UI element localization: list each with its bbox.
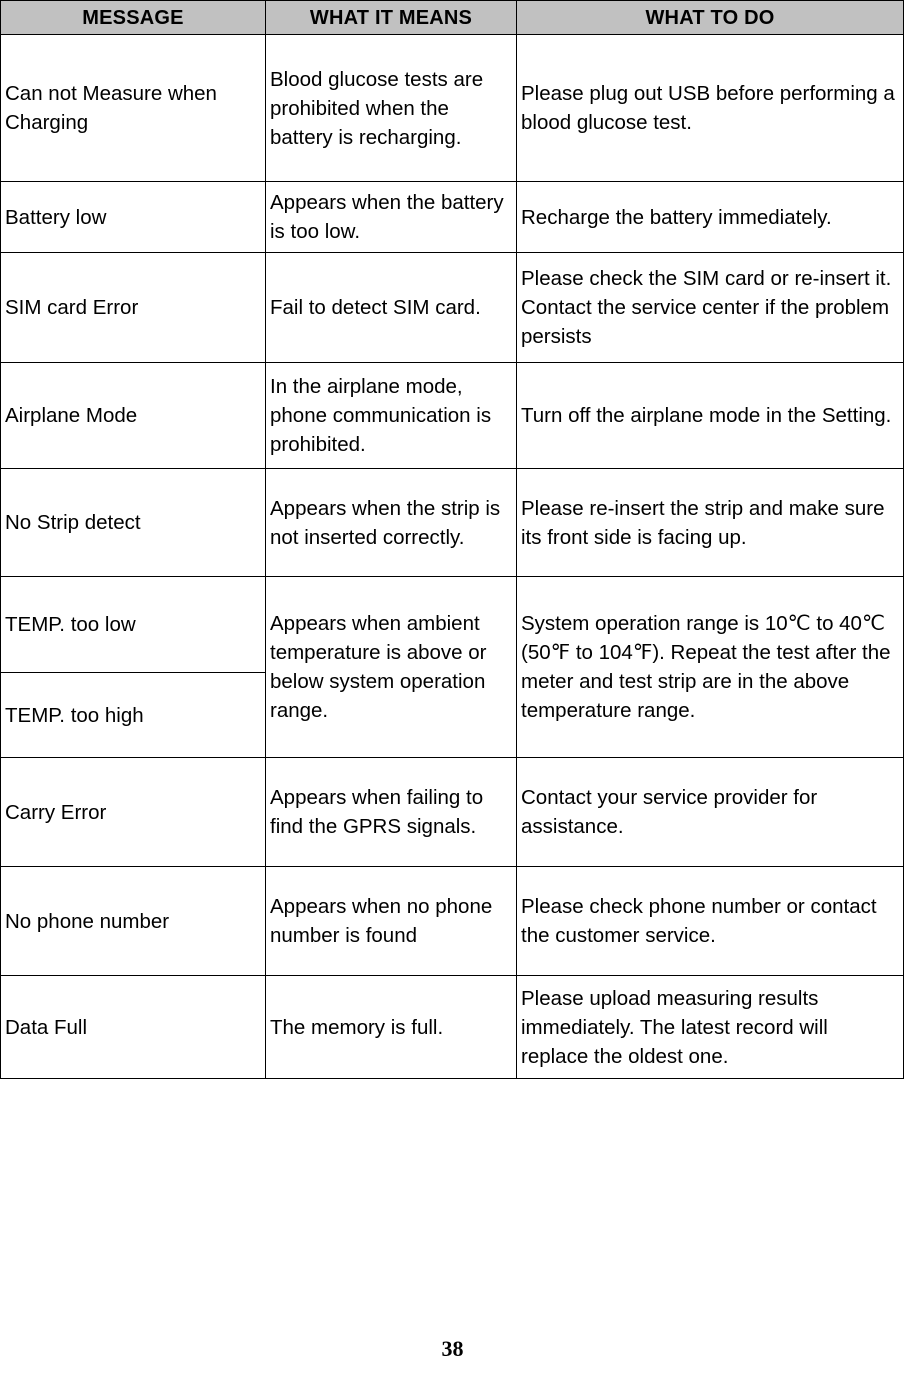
cell-message: TEMP. too low xyxy=(0,576,266,673)
column-header-what-it-means: WHAT IT MEANS xyxy=(265,0,517,35)
cell-message: Battery low xyxy=(0,181,266,253)
cell-message: Can not Measure when Charging xyxy=(0,34,266,182)
table-header: MESSAGE WHAT IT MEANS WHAT TO DO xyxy=(0,0,904,35)
cell-action: Please plug out USB before performing a … xyxy=(516,34,904,182)
cell-action: Contact your service provider for assist… xyxy=(516,757,904,867)
cell-message: Data Full xyxy=(0,975,266,1079)
table-row: No Strip detect Appears when the strip i… xyxy=(0,468,904,577)
cell-action: System operation range is 10℃ to 40℃ (50… xyxy=(516,576,904,758)
table-row: Battery low Appears when the battery is … xyxy=(0,181,904,253)
cell-meaning: The memory is full. xyxy=(265,975,517,1079)
cell-action: Please check the SIM card or re-insert i… xyxy=(516,252,904,363)
table-row: Airplane Mode In the airplane mode, phon… xyxy=(0,362,904,469)
table-body: Can not Measure when Charging Blood gluc… xyxy=(0,34,904,1079)
cell-meaning: Blood glucose tests are prohibited when … xyxy=(265,34,517,182)
table-row: Data Full The memory is full. Please upl… xyxy=(0,975,904,1079)
column-header-message: MESSAGE xyxy=(0,0,266,35)
cell-action: Recharge the battery immediately. xyxy=(516,181,904,253)
cell-meaning: Appears when the strip is not inserted c… xyxy=(265,468,517,577)
cell-message: No Strip detect xyxy=(0,468,266,577)
cell-action: Please re-insert the strip and make sure… xyxy=(516,468,904,577)
column-header-what-to-do: WHAT TO DO xyxy=(516,0,904,35)
cell-meaning: Appears when failing to find the GPRS si… xyxy=(265,757,517,867)
cell-meaning: Appears when ambient temperature is abov… xyxy=(265,576,517,758)
table-row: TEMP. too low Appears when ambient tempe… xyxy=(0,576,904,758)
table-header-row: MESSAGE WHAT IT MEANS WHAT TO DO xyxy=(0,0,904,35)
cell-action: Turn off the airplane mode in the Settin… xyxy=(516,362,904,469)
table-row: Can not Measure when Charging Blood gluc… xyxy=(0,34,904,182)
page-number: 38 xyxy=(441,1336,464,1361)
cell-message: Airplane Mode xyxy=(0,362,266,469)
table-row: No phone number Appears when no phone nu… xyxy=(0,866,904,976)
table-row: SIM card Error Fail to detect SIM card. … xyxy=(0,252,904,363)
table-row: TEMP. too high xyxy=(0,672,904,758)
cell-message: No phone number xyxy=(0,866,266,976)
cell-message: Carry Error xyxy=(0,757,266,867)
table-row: Carry Error Appears when failing to find… xyxy=(0,757,904,867)
cell-meaning: Appears when the battery is too low. xyxy=(265,181,517,253)
cell-message: SIM card Error xyxy=(0,252,266,363)
cell-action: Please check phone number or contact the… xyxy=(516,866,904,976)
cell-action: Please upload measuring results immediat… xyxy=(516,975,904,1079)
error-messages-table: MESSAGE WHAT IT MEANS WHAT TO DO Can not… xyxy=(0,0,904,1079)
cell-message: TEMP. too high xyxy=(0,672,266,758)
cell-meaning: In the airplane mode, phone communicatio… xyxy=(265,362,517,469)
cell-meaning: Appears when no phone number is found xyxy=(265,866,517,976)
cell-meaning: Fail to detect SIM card. xyxy=(265,252,517,363)
